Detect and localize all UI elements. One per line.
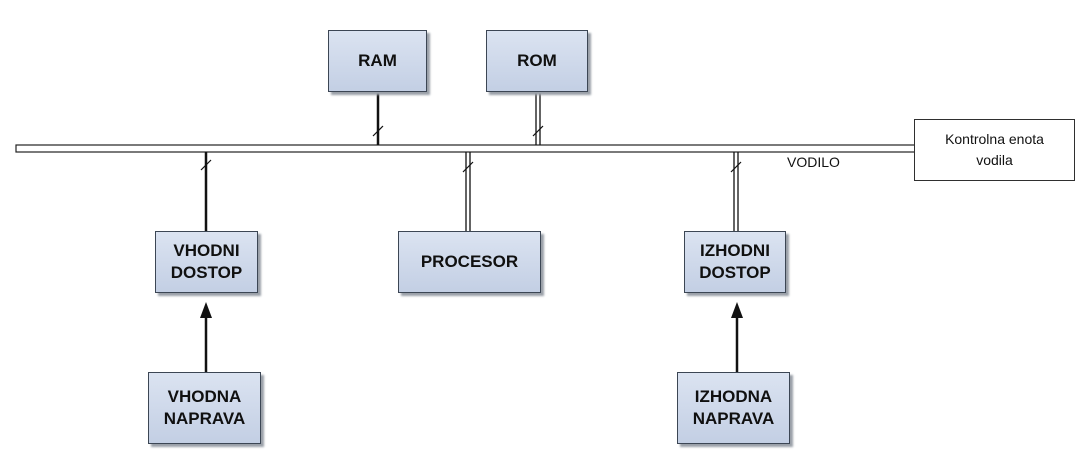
input-port-connector-slash — [200, 159, 212, 171]
rom-box: ROM — [486, 30, 588, 92]
output-device-arrow-head — [731, 302, 743, 318]
input-port-box: VHODNI DOSTOP — [155, 231, 258, 293]
processor-box: PROCESOR — [398, 231, 541, 293]
input-device-box: VHODNA NAPRAVA — [148, 372, 261, 444]
rom-connector-slash — [532, 125, 544, 137]
input-device-arrow-head — [200, 302, 212, 318]
output-device-box: IZHODNA NAPRAVA — [677, 372, 790, 444]
ram-box: RAM — [328, 30, 427, 92]
output-port-connector-slash — [730, 161, 742, 173]
system-bus — [15, 144, 917, 153]
bus-label: VODILO — [787, 154, 840, 170]
ram-connector-slash — [372, 125, 384, 137]
output-port-box: IZHODNI DOSTOP — [684, 231, 786, 293]
bus-controller-box: Kontrolna enota vodila — [914, 119, 1075, 181]
processor-connector-slash — [462, 161, 474, 173]
